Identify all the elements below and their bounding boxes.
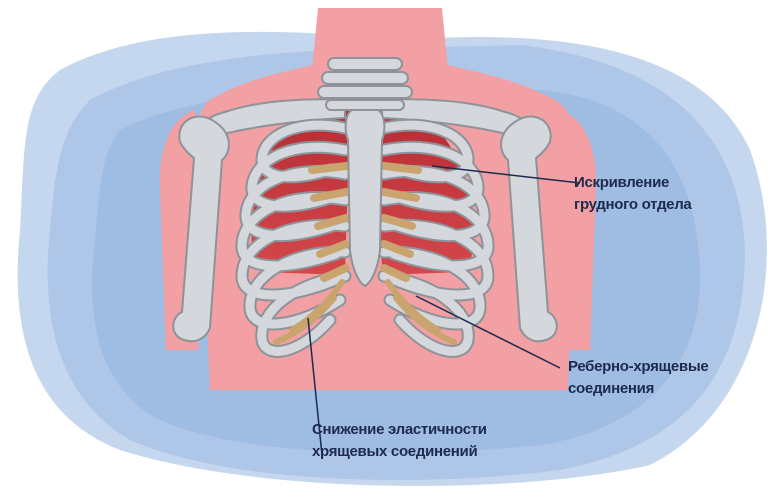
callout-costal-joints: Реберно-хрящевые соединения [568, 356, 708, 400]
cartilage-segment [312, 166, 346, 170]
cartilage-segment [384, 166, 418, 170]
callout-line: Снижение эластичности [312, 419, 487, 441]
callout-line: Реберно-хрящевые [568, 356, 708, 378]
vertebra [326, 100, 404, 110]
sternum-body [346, 110, 385, 286]
callout-thoracic-curvature: Искривление грудного отдела [574, 172, 691, 216]
sternum [346, 110, 385, 286]
cervical-spine [318, 58, 412, 110]
callout-cartilage-elasticity: Снижение эластичности хрящевых соединени… [312, 419, 487, 463]
vertebra [318, 86, 412, 98]
callout-line: Искривление [574, 172, 691, 194]
vertebra [328, 58, 402, 70]
callout-line: хрящевых соединений [312, 441, 487, 463]
callout-line: соединения [568, 378, 708, 400]
vertebra [322, 72, 408, 84]
callout-line: грудного отдела [574, 194, 691, 216]
